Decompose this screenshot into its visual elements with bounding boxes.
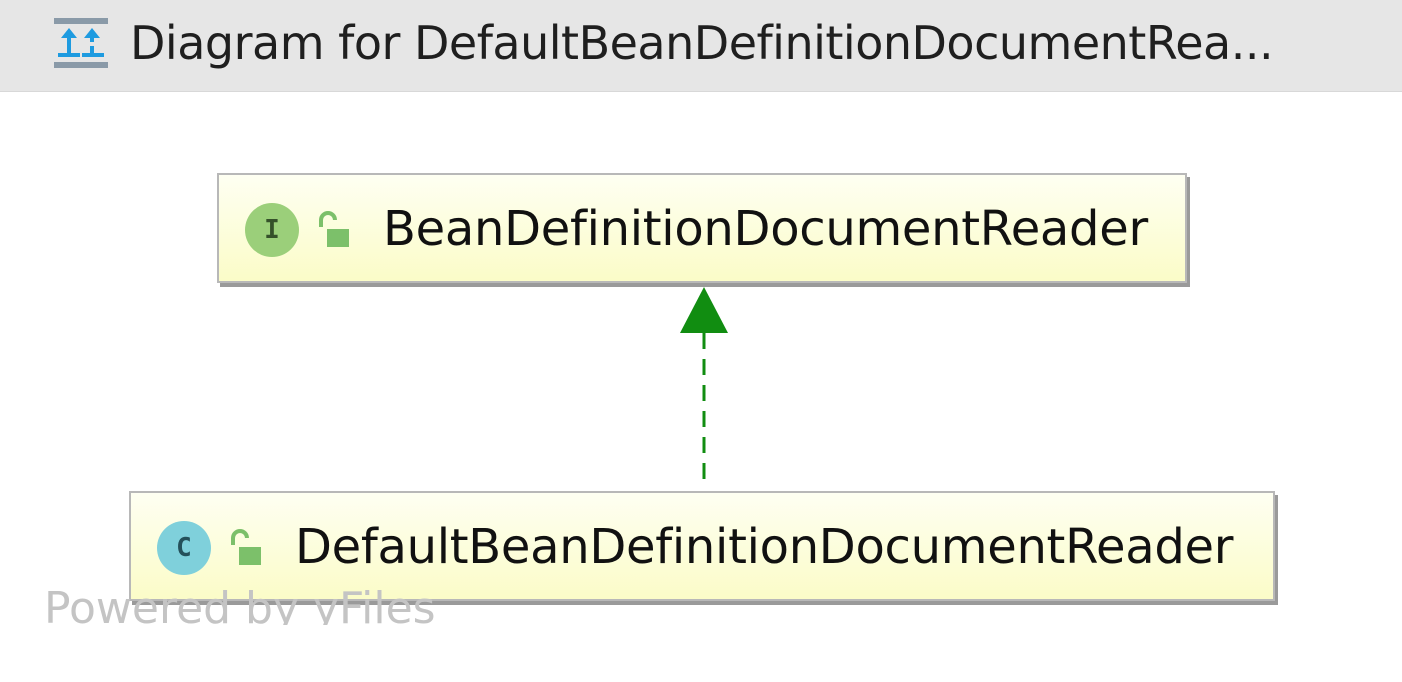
class-node[interactable]: C DefaultBeanDefinitionDocumentReader xyxy=(129,491,1275,601)
interface-badge-icon: I xyxy=(245,203,299,257)
diagram-canvas[interactable]: I BeanDefinitionDocumentReader C Default… xyxy=(0,93,1402,682)
interface-node[interactable]: I BeanDefinitionDocumentReader xyxy=(217,173,1187,283)
implements-edge[interactable] xyxy=(0,93,1402,682)
diagram-title: Diagram for DefaultBeanDefinitionDocumen… xyxy=(130,16,1274,70)
public-lock-icon xyxy=(231,529,261,565)
class-node-label: DefaultBeanDefinitionDocumentReader xyxy=(295,519,1234,575)
edge-arrowhead xyxy=(680,287,728,333)
diagram-title-bar: Diagram for DefaultBeanDefinitionDocumen… xyxy=(0,0,1402,92)
class-badge-icon: C xyxy=(157,521,211,575)
interface-node-label: BeanDefinitionDocumentReader xyxy=(383,201,1148,257)
yfiles-watermark: Powered by yFiles xyxy=(44,583,436,625)
uml-diagram-icon xyxy=(54,18,108,68)
public-lock-icon xyxy=(319,211,349,247)
